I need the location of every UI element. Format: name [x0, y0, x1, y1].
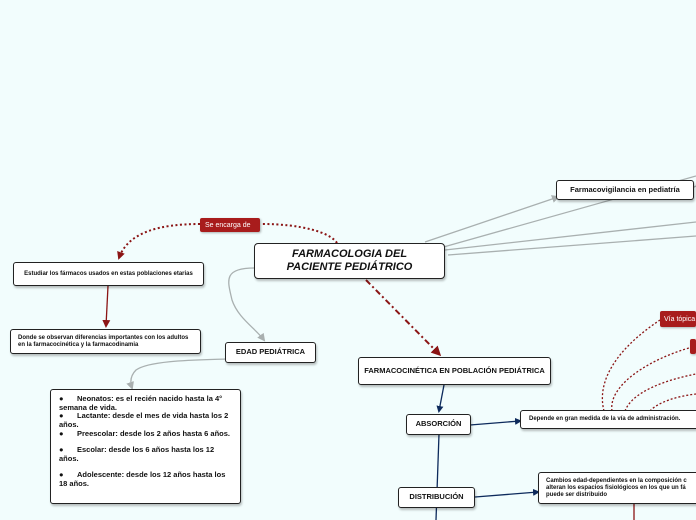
node-distribucion[interactable]: DISTRIBUCIÓN [398, 487, 475, 508]
link-central-edad [228, 267, 266, 342]
list-item: ●Neonatos: es el recién nacido hasta la … [59, 394, 232, 412]
link-depende-right-2 [624, 373, 696, 412]
node-cambios[interactable]: Cambios edad-dependientes en la composic… [538, 472, 696, 504]
link-se-encarga-estudiar [117, 223, 201, 260]
link-depende-via-topica [601, 319, 661, 412]
link-central-right-3 [447, 235, 696, 256]
node-absorcion[interactable]: ABSORCIÓN [406, 414, 471, 435]
node-farmacocinetica[interactable]: FARMACOCINÉTICA EN POBLACIÓN PEDIÁTRICA [358, 357, 551, 385]
central-title-line2: PACIENTE PEDIÁTRICO [286, 261, 413, 273]
list-item-text: Lactante: desde el mes de vida hasta los… [59, 411, 229, 429]
node-diferencias[interactable]: Donde se observan diferencias importante… [10, 329, 201, 354]
link-farmacocinetica-absorcion [436, 384, 445, 413]
link-edad-list [126, 358, 227, 390]
list-item-text: Neonatos: es el recién nacido hasta la 4… [59, 394, 223, 412]
link-depende-right-1 [611, 345, 696, 412]
node-edad-list[interactable]: ●Neonatos: es el recién nacido hasta la … [50, 389, 241, 504]
list-item-text: Adolescente: desde los 12 años hasta los… [59, 470, 226, 488]
central-title-line1: FARMACOLOGIA DEL [291, 248, 408, 261]
list-item: ●Lactante: desde el mes de vida hasta lo… [59, 412, 232, 429]
central-topic[interactable]: FARMACOLOGIA DEL PACIENTE PEDIÁTRICO [254, 243, 445, 279]
list-item-text: Escolar: desde los 6 años hasta los 12 a… [59, 445, 215, 463]
node-edad-pediatrica[interactable]: EDAD PEDIÁTRICA [225, 342, 316, 363]
node-depende-via[interactable]: Depende en gran medida de la vía de admi… [520, 410, 696, 429]
list-item-text: Preescolar: desde los 2 años hasta 6 año… [77, 428, 230, 438]
bullet-icon: ● [59, 470, 64, 480]
bullet-icon: ● [59, 445, 64, 455]
list-item: ●Adolescente: desde los 12 años hasta lo… [59, 471, 232, 488]
link-distribucion-cambios [474, 488, 540, 498]
list-item: ●Escolar: desde los 6 años hasta los 12 … [59, 445, 232, 463]
label-partial[interactable] [690, 339, 696, 354]
bullet-icon: ● [59, 428, 64, 438]
label-via-topica[interactable]: Vía tópica [660, 311, 696, 327]
bullet-icon: ● [59, 411, 64, 421]
link-absorcion-depende [469, 417, 522, 426]
link-central-right-2 [444, 221, 696, 251]
node-farmacovigilancia[interactable]: Farmacovigilancia en pediatría [556, 180, 694, 200]
bullet-icon: ● [59, 394, 64, 403]
label-se-encarga[interactable]: Se encarga de [200, 218, 260, 232]
link-central-se-encarga [261, 223, 338, 244]
link-depende-right-3 [649, 393, 696, 412]
node-estudiar-farmacos[interactable]: Estudiar los fármacos usados en estas po… [13, 262, 204, 286]
link-estudiar-diferencias [102, 285, 111, 328]
list-item: ● Preescolar: desde los 2 años hasta 6 añ… [59, 428, 232, 439]
link-central-farmacovigilancia [424, 195, 560, 243]
link-central-farmacocinetica [365, 279, 442, 357]
